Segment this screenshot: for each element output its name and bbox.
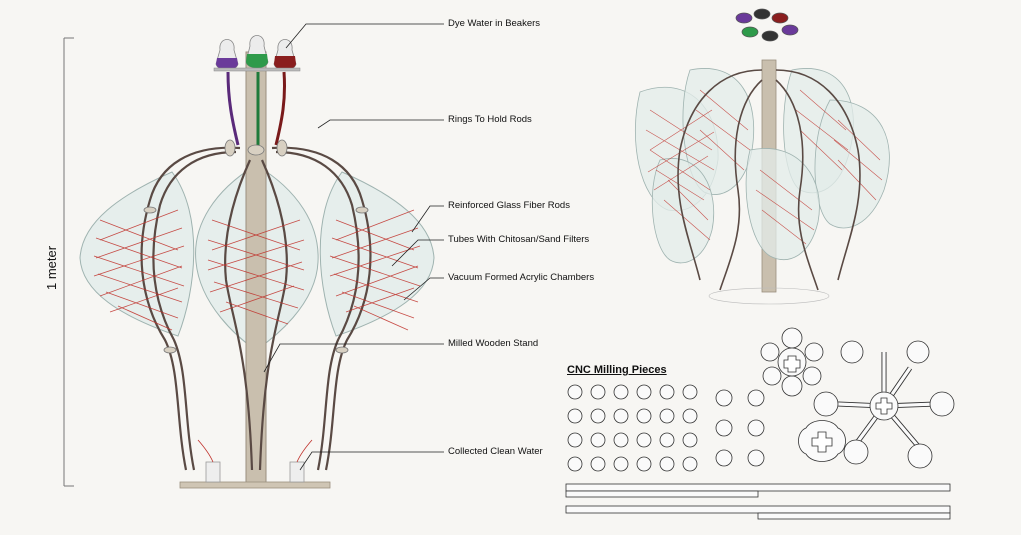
callout-dye-water: Dye Water in Beakers bbox=[448, 18, 541, 29]
cnc-medium-discs bbox=[715, 389, 765, 467]
callout-stand: Milled Wooden Stand bbox=[448, 338, 539, 349]
cnc-milling-pieces bbox=[565, 327, 955, 520]
dye-beakers bbox=[213, 35, 301, 72]
callout-clean-water: Collected Clean Water bbox=[448, 446, 543, 457]
wooden-stand-base bbox=[179, 481, 331, 489]
acrylic-chamber-left bbox=[79, 171, 195, 337]
scale-bar bbox=[63, 37, 74, 487]
perspective-view bbox=[634, 8, 890, 305]
clean-water-cups bbox=[197, 439, 313, 483]
callout-glass-rods: Reinforced Glass Fiber Rods bbox=[448, 200, 570, 211]
callout-rings: Rings To Hold Rods bbox=[448, 114, 532, 125]
filtration-sculpture-front bbox=[79, 35, 435, 489]
holding-rings bbox=[143, 139, 369, 354]
cnc-ring-cluster bbox=[760, 327, 824, 397]
callout-tubes: Tubes With Chitosan/Sand Filters bbox=[448, 234, 590, 245]
cnc-star-piece bbox=[813, 340, 955, 469]
scale-label: 1 meter bbox=[44, 245, 59, 290]
dye-tubes bbox=[226, 71, 286, 150]
callout-chambers: Vacuum Formed Acrylic Chambers bbox=[448, 272, 595, 283]
cnc-cross-piece bbox=[798, 420, 846, 462]
callout-leaders bbox=[263, 23, 444, 471]
cnc-title: CNC Milling Pieces bbox=[567, 364, 667, 376]
cnc-rods bbox=[565, 483, 951, 520]
cnc-small-gear-grid bbox=[567, 384, 698, 472]
glass-fiber-spirals bbox=[93, 209, 421, 331]
perspective-beakers bbox=[735, 8, 799, 42]
